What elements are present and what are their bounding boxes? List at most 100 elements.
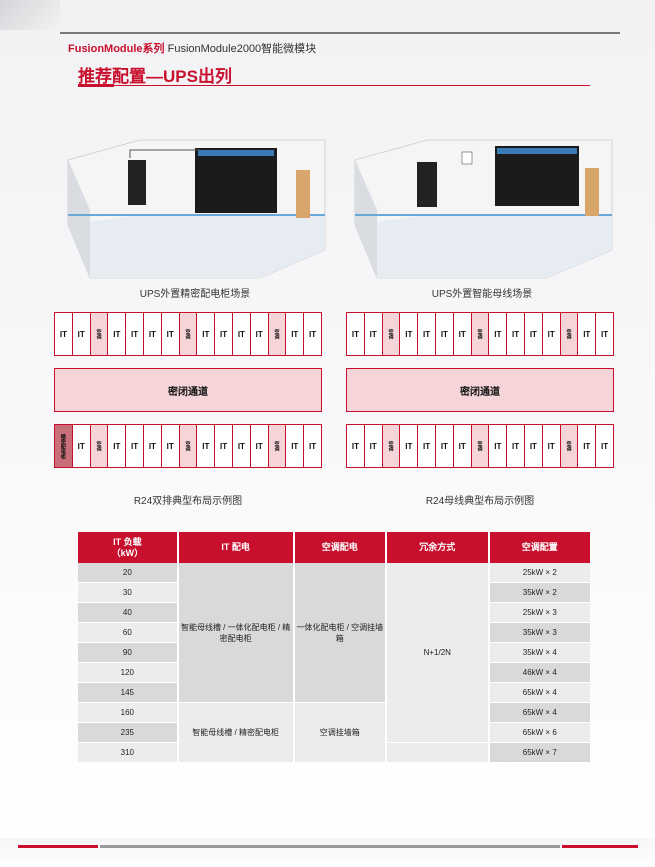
table-row: 120 46kW × 4: [78, 662, 590, 683]
cell-it-load: 30: [78, 582, 179, 603]
scene-caption-2: UPS外置智能母线场景: [431, 289, 533, 300]
cell-it-load: 160: [78, 702, 179, 723]
cell-ac-config: 65kW × 6: [488, 722, 590, 743]
top-divider: [60, 32, 620, 34]
cell-ac-dist: 空调挂墙箱: [293, 702, 387, 763]
it-cabinet: IT: [452, 424, 471, 468]
it-cabinet: IT: [488, 424, 507, 468]
it-cabinet: IT: [541, 312, 560, 356]
cell-it-load: 90: [78, 642, 179, 663]
it-cabinet: IT: [523, 312, 542, 356]
closed-aisle: 密闭通道: [54, 368, 322, 412]
table-row: 40 25kW × 3: [78, 602, 590, 623]
table-row: 30 35kW × 2: [78, 582, 590, 603]
table-row: 90 35kW × 4: [78, 642, 590, 663]
cell-ac-config: 35kW × 4: [488, 642, 590, 663]
ac-cabinet: 空调: [559, 424, 578, 468]
it-cabinet: IT: [523, 424, 542, 468]
ac-cabinet: 空调: [267, 312, 286, 356]
it-cabinet: IT: [595, 424, 614, 468]
cell-it-load: 40: [78, 602, 179, 623]
ac-cabinet: 空调: [178, 424, 197, 468]
ac-cabinet: 空调: [89, 424, 108, 468]
header-line: FusionModule系列 FusionModule2000智能微模块: [68, 40, 316, 56]
header-ac-config: 空调配置: [488, 532, 590, 563]
table-header-row: IT 负载（kW） IT 配电 空调配电 冗余方式 空调配置: [78, 532, 590, 563]
it-cabinet: IT: [214, 424, 232, 468]
cell-redundancy-empty: [385, 742, 490, 763]
it-cabinet: IT: [541, 424, 560, 468]
it-cabinet: IT: [71, 312, 90, 356]
ac-cabinet: 空调: [470, 424, 489, 468]
cell-ac-config: 25kW × 3: [488, 602, 590, 623]
footer-red-stripe-right: [562, 845, 638, 848]
corner-decoration: [0, 0, 60, 30]
it-cabinet: IT: [160, 312, 179, 356]
it-cabinet: IT: [434, 424, 453, 468]
it-cabinet: IT: [125, 312, 143, 356]
cell-ac-config: 35kW × 2: [488, 582, 590, 603]
it-cabinet: IT: [577, 312, 596, 356]
cell-ac-config: 65kW × 4: [488, 702, 590, 723]
cell-it-dist: 智能母线槽 / 一体化配电柜 / 精密配电柜: [177, 563, 295, 703]
cell-it-load: 60: [78, 622, 179, 643]
it-cabinet: IT: [488, 312, 507, 356]
header-it-dist: IT 配电: [177, 532, 295, 563]
cell-it-load: 235: [78, 722, 179, 743]
it-cabinet: IT: [285, 312, 304, 356]
cell-ac-config: 46kW × 4: [488, 662, 590, 683]
it-cabinet: IT: [346, 312, 364, 356]
header-it-load: IT 负载（kW）: [78, 532, 179, 563]
it-cabinet: IT: [231, 424, 250, 468]
table-row: 60 35kW × 3: [78, 622, 590, 643]
it-cabinet: IT: [249, 312, 268, 356]
ac-cabinet: 空调: [267, 424, 286, 468]
it-cabinet: IT: [346, 424, 364, 468]
layout-caption-1: R24双排典型布局示例图: [133, 496, 243, 507]
it-cabinet: IT: [303, 312, 322, 356]
cell-ac-config: 35kW × 3: [488, 622, 590, 643]
footer-grey-stripe: [100, 845, 560, 848]
it-cabinet: IT: [303, 424, 322, 468]
scene-image-2: [347, 130, 617, 280]
cell-ac-config: 65kW × 4: [488, 682, 590, 703]
cell-ac-dist: 一体化配电柜 / 空调挂墙箱: [293, 563, 387, 703]
ac-cabinet: 空调: [470, 312, 489, 356]
it-cabinet: IT: [107, 424, 126, 468]
cell-it-dist: 智能母线槽 / 精密配电柜: [177, 702, 295, 763]
it-cabinet: IT: [142, 424, 161, 468]
it-cabinet: IT: [214, 312, 232, 356]
header-ac-dist: 空调配电: [293, 532, 387, 563]
cell-it-load: 120: [78, 662, 179, 683]
it-cabinet: IT: [399, 424, 418, 468]
page-title: 推荐配置—UPS出列: [78, 67, 232, 86]
it-cabinet: IT: [452, 312, 471, 356]
scene-image-1: [60, 130, 330, 280]
ac-cabinet: 空调: [559, 312, 578, 356]
title-underline-accent: [78, 84, 114, 87]
it-cabinet: IT: [196, 312, 215, 356]
title-underline: [78, 85, 590, 86]
it-cabinet: IT: [595, 312, 614, 356]
ac-cabinet: 空调: [89, 312, 108, 356]
it-cabinet: IT: [434, 312, 453, 356]
it-cabinet: IT: [107, 312, 126, 356]
it-cabinet: IT: [54, 312, 72, 356]
it-cabinet: IT: [160, 424, 179, 468]
it-cabinet: IT: [363, 424, 382, 468]
footer-band: [0, 838, 655, 867]
cell-it-load: 20: [78, 563, 179, 583]
it-cabinet: IT: [577, 424, 596, 468]
cell-ac-config: 65kW × 7: [488, 742, 590, 763]
